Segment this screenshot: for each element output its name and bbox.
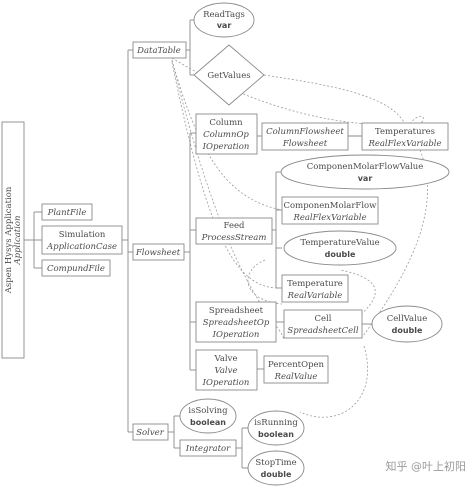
node-column: Column ColumnOp IOperation [195, 113, 258, 155]
node-temperaturevalue: TemperatureValue double [283, 230, 397, 266]
node-columnflowsheet: ColumnFlowsheet Flowsheet [261, 122, 349, 151]
cell-name: Cell [315, 314, 332, 324]
cellvalue-type: double [392, 326, 423, 335]
root-name: Aspen Hysys Application [4, 186, 14, 294]
cell-type: SpreadsheetCell [287, 326, 358, 336]
percentopen-type: RealValue [274, 372, 318, 382]
stoptime-type: double [261, 470, 292, 479]
watermark: 知乎 @叶上初阳 [386, 459, 467, 473]
node-temperature: Temperature RealVariable [281, 274, 349, 303]
temperature-type: RealVariable [287, 291, 343, 301]
node-componenmolarflow: ComponenMolarFlow RealFlexVariable [281, 196, 379, 225]
cellvalue-name: CellValue [387, 314, 428, 324]
feed-name: Feed [224, 221, 245, 231]
node-stoptime: StopTime double [247, 450, 305, 486]
valve-type1: Valve [215, 366, 238, 376]
node-feed: Feed ProcessStream [195, 217, 273, 245]
getvalues-name: GetValues [207, 71, 250, 81]
node-componenmolarflowvalue: ComponenMolarFlowValue var [280, 154, 450, 190]
componenmolarflow-type: RealFlexVariable [292, 213, 366, 223]
node-solver: Solver [132, 423, 169, 441]
column-type1: ColumnOp [203, 130, 249, 140]
node-percentopen: PercentOpen RealValue [263, 355, 329, 384]
node-datatable: DataTable [132, 41, 187, 59]
root-type: Application [13, 215, 23, 265]
isrunning-name: isRunning [254, 418, 298, 428]
column-name: Column [209, 118, 243, 128]
node-valve: Valve Valve IOperation [195, 349, 258, 391]
componenmolarflowvalue-name: ComponenMolarFlowValue [307, 162, 424, 172]
percentopen-name: PercentOpen [268, 360, 325, 370]
spreadsheet-name: Spreadsheet [209, 306, 264, 316]
flowsheet-type: Flowsheet [135, 248, 181, 258]
readtags-name: ReadTags [203, 10, 245, 20]
issolving-type: boolean [190, 418, 226, 427]
node-integrator: Integrator [179, 439, 237, 457]
node-issolving: isSolving boolean [179, 398, 237, 434]
componenmolarflow-name: ComponenMolarFlow [284, 201, 378, 211]
solver-type: Solver [136, 428, 164, 438]
temperatures-name: Temperatures [375, 127, 435, 137]
feed-type: ProcessStream [201, 233, 267, 243]
columnflowsheet-type2: Flowsheet [282, 139, 328, 149]
spreadsheet-type1: SpreadsheetOp [203, 318, 270, 328]
componenmolarflowvalue-type: var [358, 174, 373, 183]
node-readtags: ReadTags var [193, 2, 255, 38]
node-spreadsheet: Spreadsheet SpreadsheetOp IOperation [195, 301, 277, 343]
compoundfile-type: CompundFile [47, 264, 105, 274]
simulation-name: Simulation [59, 230, 106, 240]
spreadsheet-type2: IOperation [212, 330, 260, 340]
temperaturevalue-name: TemperatureValue [300, 238, 379, 248]
readtags-type: var [217, 21, 232, 30]
temperaturevalue-type: double [325, 250, 356, 259]
node-cell: Cell SpreadsheetCell [283, 309, 363, 339]
node-flowsheet: Flowsheet [132, 243, 185, 261]
temperatures-type: RealFlexVariable [367, 139, 441, 149]
column-type2: IOperation [202, 142, 250, 152]
node-plantfile: PlantFile [41, 203, 93, 221]
datatable-type: DataTable [136, 46, 181, 56]
issolving-name: isSolving [188, 406, 228, 416]
node-isrunning: isRunning boolean [247, 410, 305, 446]
node-compoundfile: CompundFile [41, 259, 111, 277]
columnflowsheet-type1: ColumnFlowsheet [266, 127, 344, 137]
plantfile-type: PlantFile [47, 208, 87, 218]
stoptime-name: StopTime [255, 458, 296, 468]
node-getvalues: GetValues [193, 44, 265, 106]
node-simulation: Simulation ApplicationCase [41, 225, 123, 255]
tree-connectors [24, 19, 372, 469]
isrunning-type: boolean [258, 430, 294, 439]
node-root: Aspen Hysys Application Application [1, 121, 25, 359]
integrator-type: Integrator [185, 444, 231, 454]
node-temperatures: Temperatures RealFlexVariable [361, 122, 449, 151]
valve-type2: IOperation [202, 378, 250, 388]
simulation-type: ApplicationCase [46, 242, 117, 252]
valve-name: Valve [214, 354, 238, 364]
temperature-name: Temperature [287, 279, 343, 289]
node-cellvalue: CellValue double [371, 305, 443, 343]
